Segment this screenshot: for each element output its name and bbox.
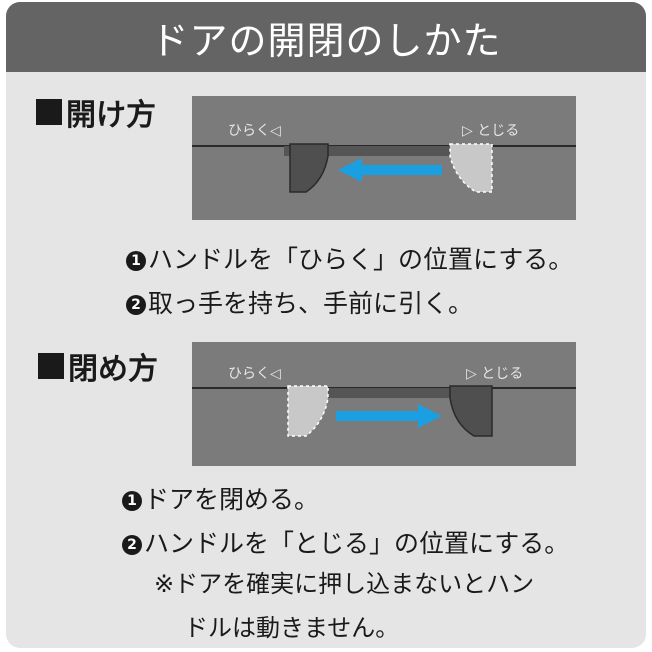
open-heading: 開け方 — [36, 90, 156, 134]
handle-solid — [449, 385, 493, 437]
handle-track — [284, 146, 484, 156]
close-step-2-text: ハンドルを「とじる」の位置にする。 — [144, 529, 570, 558]
handle-solid — [289, 143, 329, 193]
square-bullet-icon — [38, 353, 64, 379]
diagram-background — [192, 342, 576, 466]
close-heading: 閉め方 — [38, 344, 158, 388]
open-heading-label: 開け方 — [66, 98, 156, 133]
open-label: ひらく◁ — [228, 366, 281, 382]
step-number-2: 2 — [126, 295, 146, 315]
right-arrow-icon — [418, 404, 442, 428]
note-line-1: ※ドアを確実に押し込まないとハン — [154, 570, 535, 598]
open-step-1-text: ハンドルを「ひらく」の位置にする。 — [148, 245, 574, 274]
open-label: ひらく◁ — [228, 123, 281, 139]
page-title: ドアの開閉のしかた — [6, 2, 646, 72]
step-number-1: 1 — [122, 491, 142, 511]
arrow-shaft — [336, 411, 422, 421]
note-line-2: ドルは動きません。 — [184, 614, 400, 642]
left-arrow-icon — [338, 158, 362, 182]
close-handle-diagram: ひらく◁ ▷ とじる — [192, 342, 576, 466]
open-step-2-text: 取っ手を持ち、手前に引く。 — [148, 289, 474, 318]
close-label: ▷ とじる — [466, 366, 523, 382]
close-heading-label: 閉め方 — [68, 352, 158, 387]
handle-ghost — [287, 385, 329, 437]
handle-track — [290, 388, 490, 398]
arrow-shaft — [356, 165, 442, 175]
handle-ghost — [449, 143, 493, 193]
close-note: ※ドアを確実に押し込まないとハン ドルは動きません。 — [154, 562, 534, 648]
close-label: ▷ とじる — [462, 123, 519, 139]
step-number-2: 2 — [122, 535, 142, 555]
diagram-background — [192, 96, 576, 220]
open-handle-diagram: ひらく◁ ▷ とじる — [192, 96, 576, 220]
step-number-1: 1 — [126, 251, 146, 271]
close-step-1-text: ドアを閉める。 — [144, 485, 320, 514]
square-bullet-icon — [36, 99, 62, 125]
